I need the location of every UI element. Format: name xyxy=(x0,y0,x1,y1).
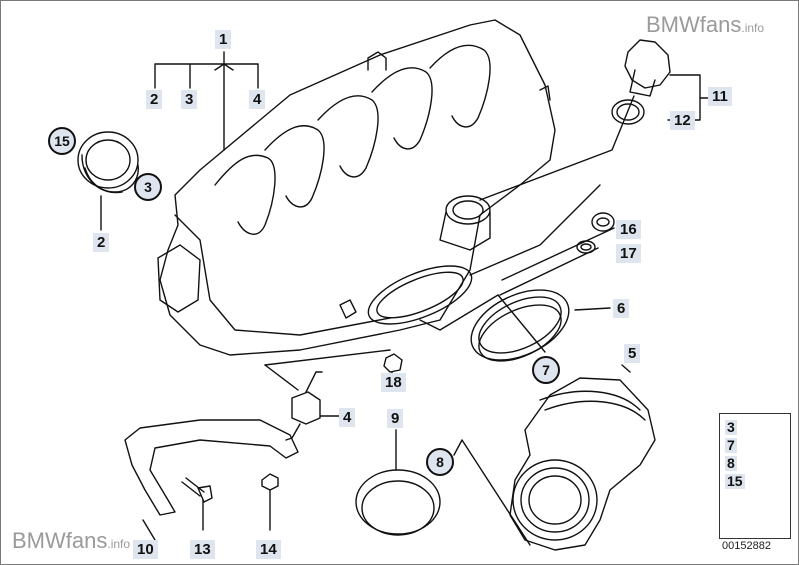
housing-top-rib-3 xyxy=(317,95,379,178)
part-label-12: 12 xyxy=(670,111,695,130)
part-label-18: 18 xyxy=(381,373,406,392)
bolt xyxy=(181,477,213,503)
part-label-14: 14 xyxy=(256,540,281,559)
part-label-3-top: 3 xyxy=(181,90,198,109)
part-label-10: 10 xyxy=(133,540,158,559)
watermark-top-suffix: .info xyxy=(741,21,765,35)
bracket xyxy=(124,419,299,516)
nut xyxy=(261,473,279,491)
legend-item-2: 7 xyxy=(725,437,737,453)
housing-outlet-flange xyxy=(367,265,473,325)
legend-item-1: 3 xyxy=(725,419,737,435)
housing-top-rib-5 xyxy=(429,44,491,128)
watermark-bottom-brand: BMWfans xyxy=(12,528,108,553)
filler-cap xyxy=(624,39,671,89)
part-label-16: 16 xyxy=(616,220,641,239)
part-callout-8: 8 xyxy=(426,448,454,476)
watermark-bottom-suffix: .info xyxy=(107,537,131,551)
rubber-boot xyxy=(77,131,139,189)
part-label-2-top: 2 xyxy=(146,90,163,109)
housing-front-lip xyxy=(157,244,201,313)
part-label-9: 9 xyxy=(387,409,404,428)
sealing-ring xyxy=(470,289,570,361)
small-grommet xyxy=(383,353,403,373)
part-label-2: 2 xyxy=(93,233,110,252)
o-ring xyxy=(611,99,645,125)
housing-top-rib-2 xyxy=(264,125,325,208)
part-label-4: 4 xyxy=(339,408,356,427)
legend-item-3: 8 xyxy=(725,455,737,471)
housing-top-rib-1 xyxy=(214,154,276,235)
housing-nipple xyxy=(367,51,387,71)
part-label-11: 11 xyxy=(708,87,732,106)
part-label-5: 5 xyxy=(624,344,641,363)
part-label-17: 17 xyxy=(616,244,641,263)
housing-side-wall xyxy=(174,214,391,336)
part-label-4-top: 4 xyxy=(249,90,266,109)
part-callout-15: 15 xyxy=(48,127,76,155)
part-callout-7: 7 xyxy=(532,356,560,384)
watermark-top-brand: BMWfans xyxy=(646,12,742,37)
part-label-1: 1 xyxy=(215,30,232,49)
grommet xyxy=(591,212,615,232)
legend-item-4: 15 xyxy=(725,473,745,489)
part-label-13: 13 xyxy=(190,540,215,559)
part-label-6: 6 xyxy=(613,299,630,318)
housing-top-rib-4 xyxy=(371,67,433,150)
diagram-code: 00152882 xyxy=(722,540,771,552)
housing-filler-neck xyxy=(445,195,491,225)
part-callout-3: 3 xyxy=(134,173,162,201)
rubber-mount xyxy=(291,391,321,425)
watermark-top: BMWfans.info xyxy=(646,12,764,38)
watermark-bottom: BMWfans.info xyxy=(12,528,130,554)
clamp-ring xyxy=(355,469,441,535)
